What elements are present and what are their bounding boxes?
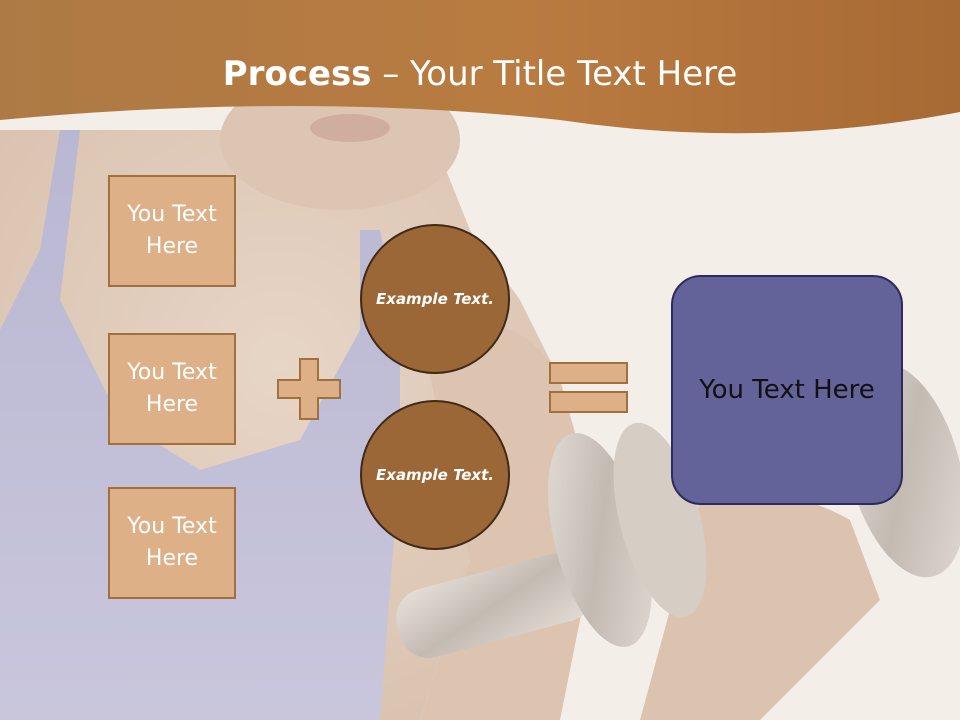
circle-label: Example Text.: [376, 465, 494, 484]
slide-title: Process – Your Title Text Here: [0, 52, 960, 96]
left-box-2: You Text Here: [108, 333, 236, 445]
left-box-label: You Text Here: [127, 360, 217, 417]
result-box: You Text Here: [671, 275, 903, 505]
result-label: You Text Here: [699, 375, 875, 405]
left-box-label: You Text Here: [127, 202, 217, 259]
title-rest: – Your Title Text Here: [371, 54, 738, 94]
circle-label: Example Text.: [376, 289, 494, 308]
left-box-3: You Text Here: [108, 487, 236, 599]
example-circle-2: Example Text.: [360, 400, 510, 550]
header-band: [0, 0, 960, 134]
left-box-label: You Text Here: [127, 514, 217, 571]
example-circle-1: Example Text.: [360, 224, 510, 374]
plus-icon: [277, 358, 341, 420]
left-box-1: You Text Here: [108, 175, 236, 287]
title-bold: Process: [222, 54, 372, 94]
equals-icon: [549, 362, 628, 413]
